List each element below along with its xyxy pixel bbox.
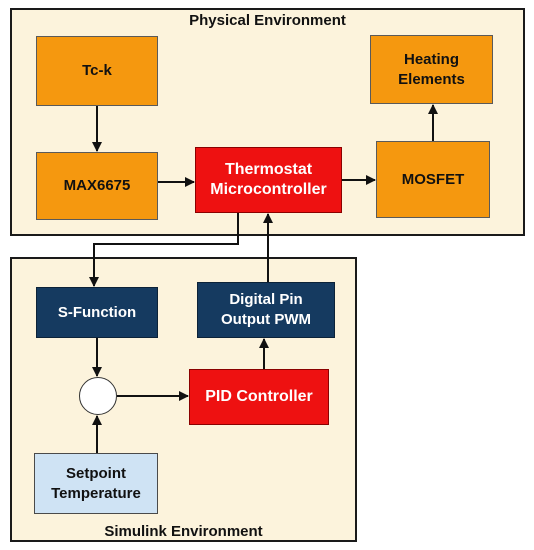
tck-block[interactable]: Tc-k: [36, 36, 158, 106]
simulink-environment-title: Simulink Environment: [104, 523, 263, 540]
physical-environment-title: Physical Environment: [189, 12, 346, 29]
mosfet-block[interactable]: MOSFET: [376, 141, 490, 218]
arrow-thermostat-to-sfunction: [89, 213, 239, 287]
setpoint-temperature-block[interactable]: Setpoint Temperature: [34, 453, 158, 514]
thermostat-microcontroller-block[interactable]: Thermostat Microcontroller: [195, 147, 342, 213]
heating-elements-block[interactable]: Heating Elements: [370, 35, 493, 104]
s-function-block[interactable]: S-Function: [36, 287, 158, 338]
max6675-block[interactable]: MAX6675: [36, 152, 158, 220]
digital-pin-output-pwm-block[interactable]: Digital Pin Output PWM: [197, 282, 335, 338]
pid-controller-block[interactable]: PID Controller: [189, 369, 329, 425]
sum-junction[interactable]: [79, 377, 117, 415]
